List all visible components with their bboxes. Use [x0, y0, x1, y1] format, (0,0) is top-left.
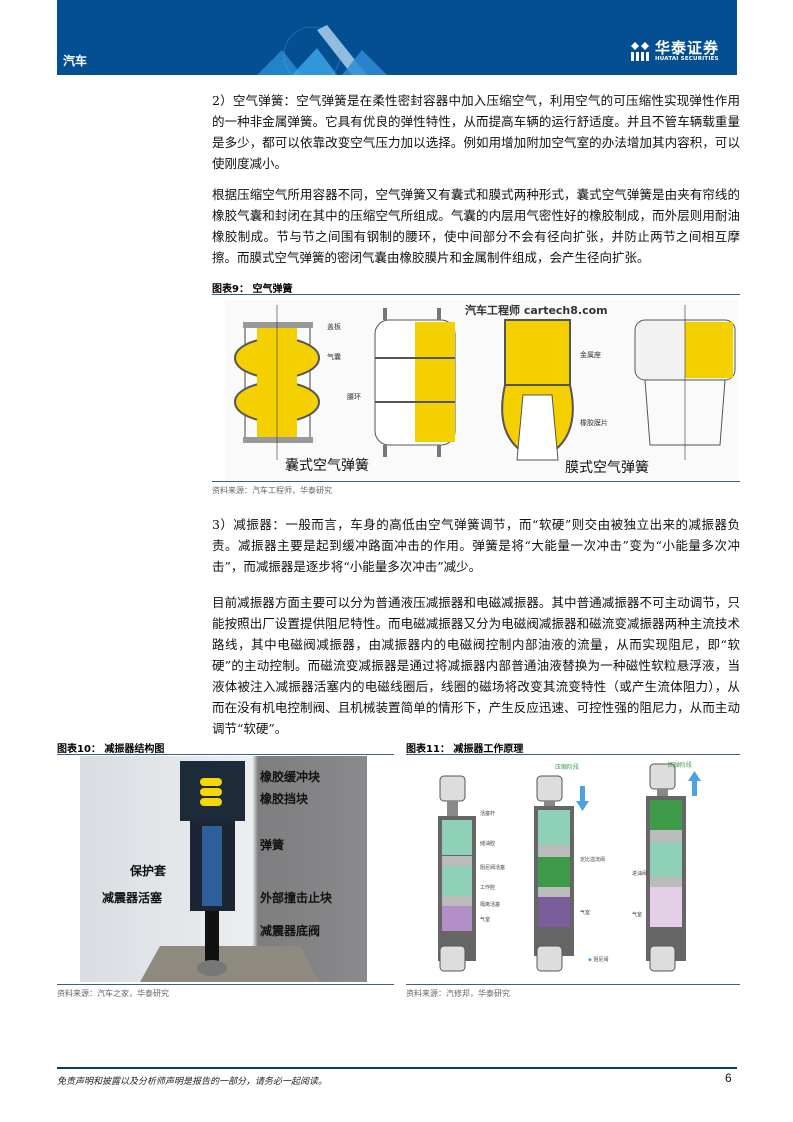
- stage-compress-label: 压缩阶段: [555, 764, 580, 771]
- brand-name-en: HUATAI SECURITIES: [655, 56, 719, 62]
- paragraph-air-spring-types: 根据压缩空气所用容器不同，空气弹簧又有囊式和膜式两种形式，囊式空气弹簧是由夹有帘…: [212, 187, 740, 265]
- caption-membrane-type: 膜式空气弹簧: [565, 460, 649, 476]
- label-air-chamber-rebound: 气室: [632, 912, 643, 918]
- legend-damper-valve: ◆ 阻尼阀: [588, 956, 608, 963]
- figure-9-source: 资料来源：汽车工程师，华泰研究: [212, 486, 332, 495]
- huatai-logo-icon: [631, 42, 649, 61]
- label-rubber-stop: 橡胶挡块: [260, 792, 309, 806]
- caption-bellows-type: 囊式空气弹簧: [285, 458, 369, 474]
- figure-9-top-rule: [212, 294, 740, 295]
- label-damper-base-valve: 减震器底阀: [260, 924, 321, 938]
- label-piston-rod: 活塞杆: [480, 811, 496, 817]
- label-protective-cover: 保护套: [130, 864, 167, 878]
- figure-9-title: 图表9： 空气弹簧: [212, 284, 293, 295]
- page-header: 汽车 华泰证券 HUATAI SECURITIES: [57, 0, 737, 75]
- figure-11-title: 图表11： 减振器工作原理: [406, 744, 524, 755]
- shock-absorber-principle-diagram-icon: [438, 763, 701, 972]
- label-spring: 弹簧: [260, 838, 285, 852]
- header-decoration-icon: [257, 25, 387, 75]
- brand-name-cn: 华泰证券: [655, 39, 720, 57]
- page-number: 6: [725, 1071, 732, 1085]
- figure-11-source: 资料来源：汽修邦，华泰研究: [406, 989, 510, 998]
- label-rubber-buffer: 橡胶缓冲块: [260, 770, 321, 784]
- label-air-chamber-compress: 气室: [580, 910, 591, 916]
- figure-11-bottom-rule: [406, 984, 740, 985]
- label-air-chamber: 气室: [480, 917, 491, 923]
- label-isolation-piston: 隔离活塞: [480, 902, 501, 908]
- label-external-bump-stop: 外部撞击止块: [260, 891, 333, 905]
- figure-9-image: 汽车工程师 cartech8.com 盖板 气囊 腰环 金属座 橡胶膜片 囊式空…: [225, 300, 738, 480]
- watermark: 汽车工程师 cartech8.com: [465, 304, 608, 317]
- label-damper-piston: 减震器活塞: [102, 891, 163, 905]
- paragraph-air-spring: 2）空气弹簧：空气弹簧是在柔性密封容器中加入压缩空气，利用空气的可压缩性实现弹性…: [212, 93, 740, 171]
- figure-10-top-rule: [57, 754, 394, 755]
- figure-10-image: 橡胶缓冲块 橡胶挡块 弹簧 保护套 减震器活塞 外部撞击止块 减震器底阀: [80, 756, 367, 982]
- paragraph-shock-absorber-types: 目前减振器方面主要可以分为普通液压减振器和电磁减振器。其中普通减振器不可主动调节…: [212, 595, 740, 736]
- figure-10-bottom-rule: [57, 984, 394, 985]
- figure-11-image: 压缩阶段 回弹阶段 活塞杆 储油腔 阻尼阀活塞 工作腔 隔离活塞 气室 定比溢流…: [410, 756, 740, 982]
- label-waist-ring: 腰环: [347, 393, 361, 401]
- label-metal-seat: 金属座: [580, 351, 601, 359]
- figure-10-source: 资料来源：汽车之家，华泰研究: [57, 989, 169, 998]
- brand-logo: 华泰证券 HUATAI SECURITIES: [629, 40, 719, 62]
- label-working-chamber: 工作腔: [480, 885, 496, 891]
- paragraph-shock-absorber: 3）减振器：一般而言，车身的高低由空气弹簧调节，而“软硬”则交由被独立出来的减振…: [212, 517, 740, 574]
- figure-11-top-rule: [406, 754, 740, 755]
- label-inlet-valve: 进油阀: [632, 871, 648, 877]
- legend-damper-valve-text: 阻尼阀: [593, 957, 609, 963]
- label-rubber-membrane: 橡胶膜片: [580, 419, 608, 427]
- label-oil-reservoir: 储油腔: [480, 841, 496, 847]
- shock-absorber-photo-icon: [140, 761, 320, 982]
- label-ratio-relief-valve: 定比溢流阀: [580, 857, 606, 863]
- sector-label: 汽车: [63, 54, 88, 68]
- figure-9-bottom-rule: [212, 481, 740, 482]
- damper-valve-icon: ◆: [588, 957, 592, 963]
- footer-disclaimer: 免责声明和披露以及分析师声明是报告的一部分，请务必一起阅读。: [57, 1077, 328, 1087]
- footer-rule: [57, 1067, 737, 1069]
- air-spring-diagram-icon: [234, 305, 736, 461]
- label-damper-valve-piston: 阻尼阀活塞: [480, 865, 506, 871]
- label-cover-plate: 盖板: [327, 323, 341, 331]
- figure-10-title: 图表10： 减振器结构图: [57, 744, 165, 755]
- label-air-bag: 气囊: [327, 353, 341, 361]
- stage-rebound-label: 回弹阶段: [668, 762, 693, 769]
